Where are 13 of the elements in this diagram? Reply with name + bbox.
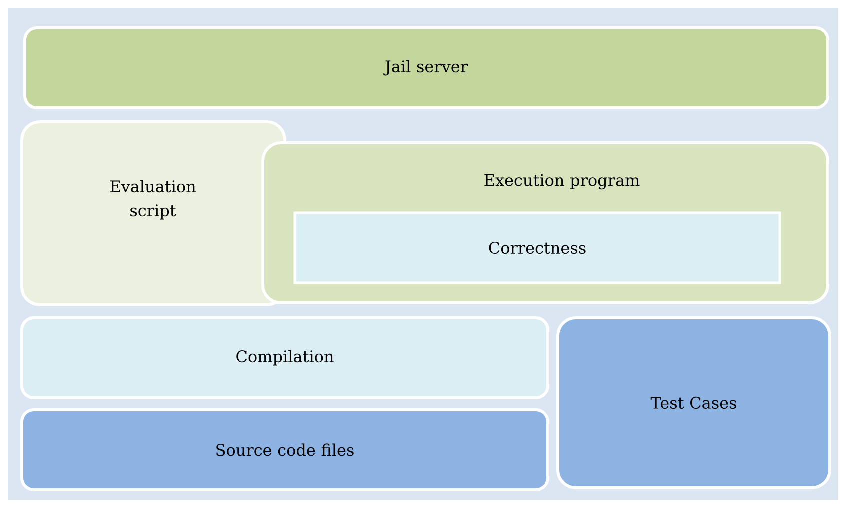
box-label: Test Cases bbox=[650, 396, 736, 410]
component-box bbox=[20, 316, 550, 400]
component-box bbox=[556, 316, 832, 490]
box-label: Compilation bbox=[236, 350, 334, 366]
box-label: Source code files bbox=[216, 444, 354, 456]
inner-box bbox=[294, 212, 782, 284]
server-bar bbox=[24, 26, 830, 110]
box-label: Execution program bbox=[484, 174, 640, 190]
script-box bbox=[20, 120, 286, 306]
box-label: Evaluation script bbox=[110, 180, 196, 220]
box-label: Jail server bbox=[384, 60, 468, 76]
box-label: Correctness bbox=[489, 242, 586, 254]
component-box bbox=[20, 408, 550, 492]
